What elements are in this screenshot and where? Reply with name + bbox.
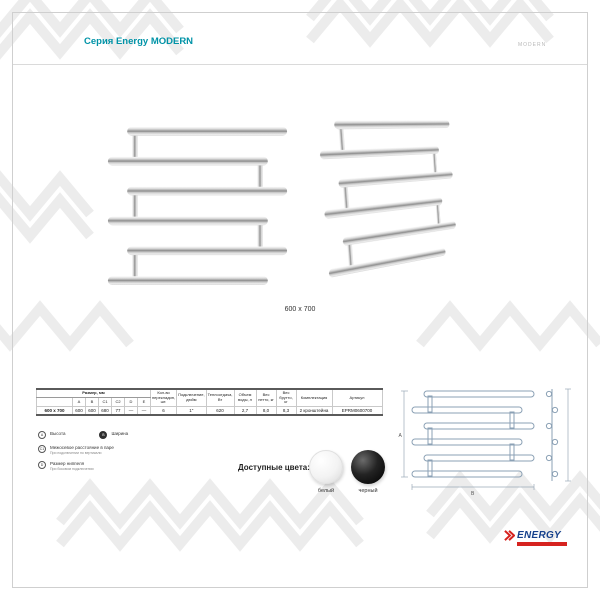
spec-col-size-group: Размер, мм (36, 388, 151, 399)
spec-col-dim-d: D (124, 397, 138, 407)
spec-article-value: EPRM0600700 (331, 405, 383, 416)
towel-rail-front-image (106, 120, 289, 297)
product-size-label: 600 x 700 (284, 306, 316, 313)
spec-volume-value: 2,7 (233, 405, 257, 416)
spec-dim-b-value: 600 (85, 405, 99, 416)
drawing-dim-a-label: A (399, 433, 403, 439)
spec-dim-d-value: — (124, 405, 138, 416)
spec-dim-e-value: — (137, 405, 151, 416)
energy-logo: ENERGY (504, 530, 567, 546)
legend-badge-c1: C1 (38, 445, 46, 453)
spec-col-size (36, 397, 73, 407)
spec-connection-value: 1" (176, 405, 207, 416)
available-colors-title: Доступные цвета: (238, 463, 310, 472)
spec-heat-value: 620 (205, 405, 235, 416)
page-title: Серия Energy MODERN (84, 36, 194, 47)
spec-col-dim-b: B (85, 397, 99, 407)
spec-dim-c1-value: 680 (98, 405, 112, 416)
spec-col-heat: Теплоотдача, Вт (205, 388, 235, 407)
color-swatch-white (309, 450, 343, 484)
spec-size-value: 600 x 700 (36, 405, 73, 416)
spec-kit-value: 2 кронштейна (295, 405, 333, 416)
legend-label-c1: Межосевое расстояние в паре (50, 445, 114, 450)
spec-row: 600 x 700 600 600 680 77 — — 6 1" 620 2,… (36, 405, 383, 416)
color-label-white: белый (317, 488, 335, 494)
legend-label-a: Высота (50, 431, 66, 436)
color-label-black: черный (358, 488, 378, 494)
legend-label-d: Размер ниппеля (50, 461, 85, 467)
legend-row: C1 Межосевое расстояние в паре При подкл… (38, 445, 162, 455)
spec-dim-c2-value: 77 (111, 405, 125, 416)
legend-item-c1: C1 Межосевое расстояние в паре При подкл… (38, 445, 114, 455)
spec-col-dim-c2: C2 (111, 397, 125, 407)
spec-weight-gross-value: 8,3 (275, 405, 297, 416)
drawing-dim-b-label: B (471, 491, 475, 497)
legend-label-b: Ширина (111, 431, 129, 436)
legend-badge-a: A (38, 431, 46, 439)
technical-drawing: A B (399, 388, 571, 497)
spec-col-article: Артикул (331, 388, 383, 407)
series-corner-label: MODERN (518, 42, 547, 48)
legend-item-d: D Размер ниппеля При боковом подключении (38, 461, 94, 471)
legend-sublabel-d: При боковом подключении (50, 467, 94, 472)
spec-col-dim-c1: C1 (98, 397, 112, 407)
spec-col-dim-e: E (137, 397, 151, 407)
spec-crossbars-value: 6 (149, 405, 178, 416)
legend-item-b: B Ширина (99, 431, 128, 439)
legend-badge-d: D (38, 461, 46, 470)
spec-col-weight-net: Вес нетто, кг (255, 388, 277, 407)
spec-col-weight-gross: Вес брутто, кг (275, 388, 297, 407)
towel-rail-perspective-image (315, 114, 459, 290)
spec-col-kit: Комплектация (295, 388, 333, 407)
spec-col-connection: Подключение, дюйм (176, 388, 207, 407)
legend-row: A Высота B Ширина (38, 431, 162, 439)
energy-logo-bar (517, 542, 567, 546)
header-divider (12, 64, 588, 65)
legend-item-a: A Высота (38, 431, 65, 439)
spec-weight-net-value: 8,0 (255, 405, 277, 416)
energy-logo-icon (504, 530, 515, 541)
legend-row: D Размер ниппеля При боковом подключении (38, 461, 162, 471)
spec-dim-a-value: 600 (72, 405, 86, 416)
spec-col-volume: Объем воды, л (233, 388, 257, 407)
spec-table: Размер, мм Кол-во перекладин, шт. Подклю… (36, 388, 383, 416)
spec-col-crossbars: Кол-во перекладин, шт. (149, 388, 178, 407)
color-swatch-black (351, 450, 385, 484)
spec-col-dim-a: A (72, 397, 86, 407)
legend-badge-b: B (99, 431, 108, 439)
energy-logo-text: ENERGY (517, 530, 562, 541)
spec-legend: A Высота B Ширина C1 Межосевое расстояни… (38, 431, 162, 478)
legend-sublabel-c1: При подключении по вертикали (50, 450, 102, 455)
